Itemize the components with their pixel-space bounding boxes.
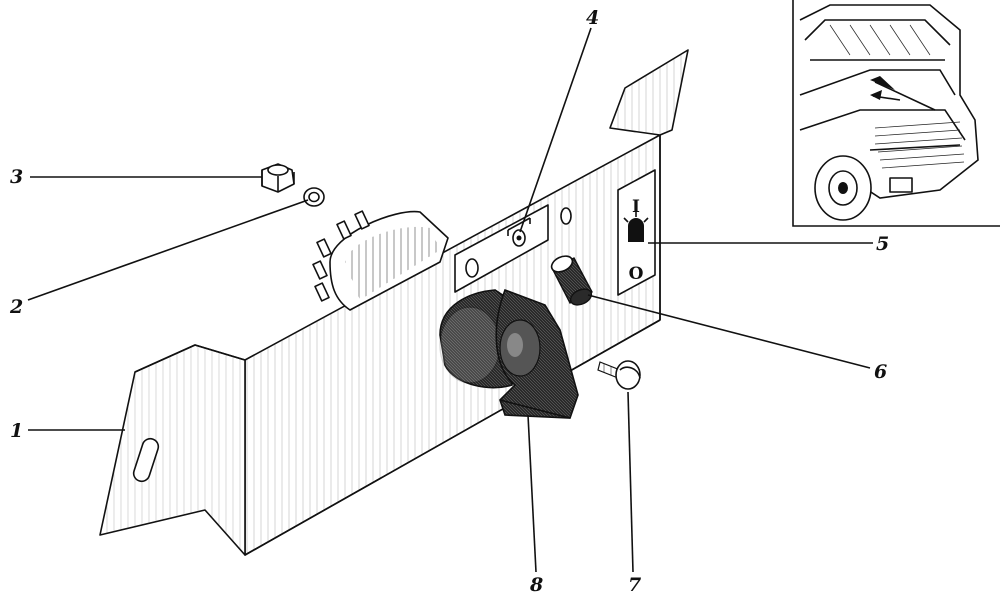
leader-lines: [27, 27, 873, 573]
callout-3: 3: [10, 166, 23, 188]
callout-labels: 3 2 1 4 5 6 7 8: [9, 7, 889, 596]
leader-2: [27, 199, 309, 301]
valve-pictogram-icon: [507, 217, 531, 247]
plate-symbol-top: I: [632, 197, 640, 217]
screw: [597, 360, 641, 390]
inset-truck-view: [792, 0, 1000, 227]
plate-circle-left: [465, 258, 479, 278]
switch-body: [312, 210, 449, 311]
bracket-slot: [132, 437, 160, 483]
callout-8: 8: [529, 574, 543, 596]
plate-symbol-bottom: O: [629, 264, 644, 284]
mounting-bracket: [99, 49, 689, 556]
leader-4: [519, 27, 592, 233]
leader-8: [527, 414, 537, 573]
leader-7: [627, 391, 634, 573]
callout-2: 2: [9, 296, 23, 318]
callout-6: 6: [874, 361, 887, 383]
leader-6: [587, 294, 871, 369]
callout-4: 4: [586, 7, 599, 29]
callout-1: 1: [10, 420, 23, 442]
mode-plate: [454, 204, 549, 293]
beacon-lamp-icon: [623, 212, 649, 242]
callout-5: 5: [876, 233, 889, 255]
indicator-plate: I O: [617, 169, 656, 296]
washer: [303, 187, 325, 207]
indicator-lamp: [550, 255, 593, 306]
inset-frame: [792, 0, 1000, 227]
callout-7: 7: [628, 574, 641, 596]
hex-nut: [261, 163, 295, 193]
rotary-knob: [439, 288, 579, 419]
